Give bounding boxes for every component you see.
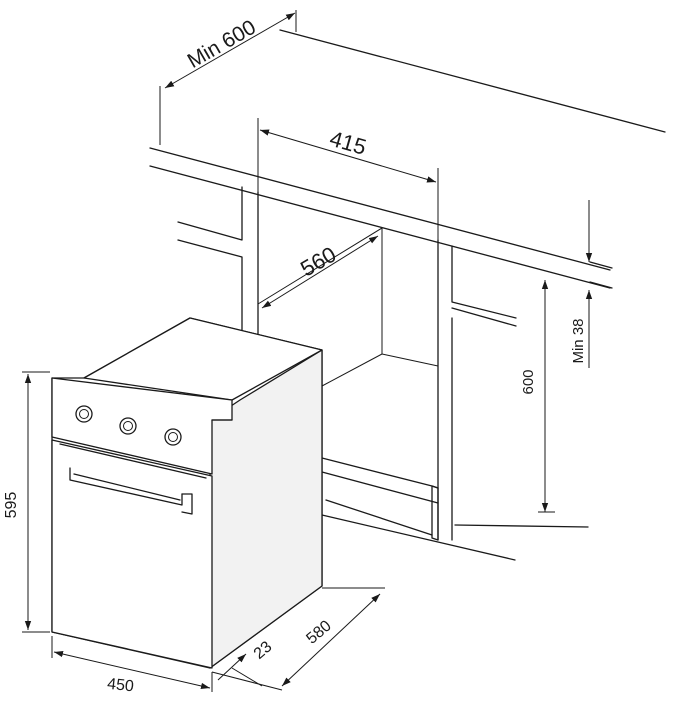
cavity-width-label: 415 <box>327 126 369 160</box>
oven-height-label: 595 <box>3 492 20 519</box>
dimension-min-gap: Min 38 <box>570 200 593 368</box>
control-knob <box>119 417 137 435</box>
min-gap-label: Min 38 <box>570 318 587 363</box>
min-width-label: Min 600 <box>184 16 260 73</box>
dimension-cavity-depth: 560 <box>261 235 379 309</box>
oven-handle <box>69 467 193 515</box>
dimension-cavity-height: 600 <box>520 280 555 513</box>
dimension-min-width: Min 600 <box>159 10 297 145</box>
cabinet-worktop <box>149 29 666 289</box>
door-thickness-label: 23 <box>251 638 276 663</box>
cavity-height-label: 600 <box>520 369 537 394</box>
cabinet-bottom-shelf <box>321 457 589 561</box>
control-knob <box>164 428 182 446</box>
dimension-oven-height: 595 <box>3 371 50 633</box>
dimension-cavity-width: 415 <box>257 118 439 240</box>
cabinet-right-side <box>437 239 517 541</box>
oven <box>51 317 323 669</box>
oven-depth-label: 580 <box>303 617 334 647</box>
cavity-depth-label: 560 <box>296 241 340 281</box>
control-knob <box>75 405 93 423</box>
cabinet-left-side <box>177 186 259 335</box>
oven-door <box>51 439 213 669</box>
dimension-oven-width: 450 <box>51 636 213 696</box>
oven-width-label: 450 <box>106 676 134 696</box>
